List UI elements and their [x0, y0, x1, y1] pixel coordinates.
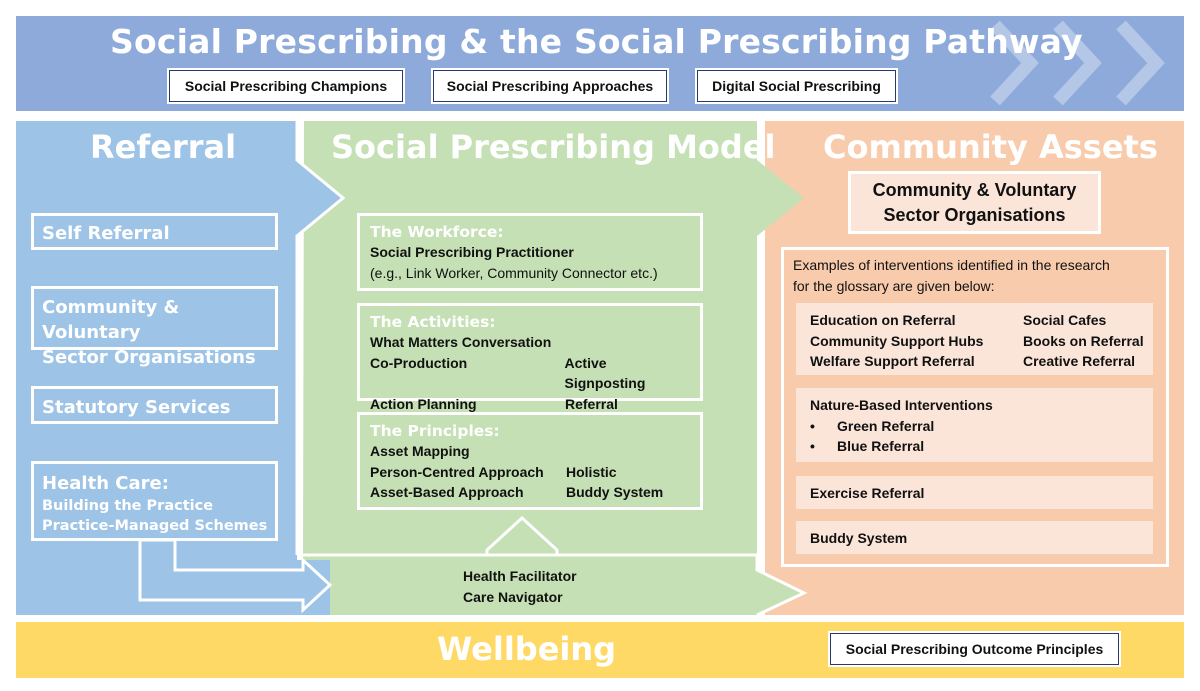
wellbeing-title: Wellbeing: [437, 630, 617, 668]
referral-cvso: Community & Voluntary Sector Organisatio…: [31, 286, 278, 368]
referral-self: Self Referral: [31, 213, 278, 250]
workforce-box: The Workforce: Social Prescribing Practi…: [357, 213, 703, 291]
up-arrow: [485, 515, 559, 557]
header-chevrons: [990, 20, 1165, 106]
interventions-intro: Examples of interventions identified in …: [793, 257, 1110, 294]
principles-box: The Principles: Asset Mapping Person-Cen…: [357, 412, 703, 510]
page-title: Social Prescribing & the Social Prescrib…: [110, 22, 1083, 61]
referral-outline: [295, 121, 346, 555]
tag-champions: Social Prescribing Champions: [167, 68, 405, 104]
referral-healthcare: Health Care: Building the Practice Pract…: [31, 461, 278, 541]
tag-approaches: Social Prescribing Approaches: [431, 68, 669, 104]
bottom-arrow: [303, 552, 804, 615]
activities-box: The Activities: What Matters Conversatio…: [357, 303, 703, 412]
exercise-referral-box: Exercise Referral: [796, 476, 1153, 509]
buddy-system-box: Buddy System: [796, 521, 1153, 554]
assets-cvso: Community & Voluntary Sector Organisatio…: [848, 171, 1101, 234]
healthcare-arrow: [138, 538, 333, 614]
navigator-labels: Health Facilitator Care Navigator: [463, 568, 577, 605]
model-panel: [303, 121, 804, 555]
assets-title: Community Assets: [823, 128, 1158, 166]
interventions-group-1: Education on Referral Community Support …: [796, 303, 1153, 375]
model-title: Social Prescribing Model: [331, 128, 776, 166]
tag-digital: Digital Social Prescribing: [695, 68, 898, 104]
interventions-panel: Examples of interventions identified in …: [781, 247, 1169, 567]
referral-statutory: Statutory Services: [31, 386, 278, 424]
tag-outcome-principles: Social Prescribing Outcome Principles: [828, 631, 1121, 667]
nature-based-box: Nature-Based Interventions • Green Refer…: [796, 388, 1153, 462]
referral-title: Referral: [90, 128, 237, 166]
